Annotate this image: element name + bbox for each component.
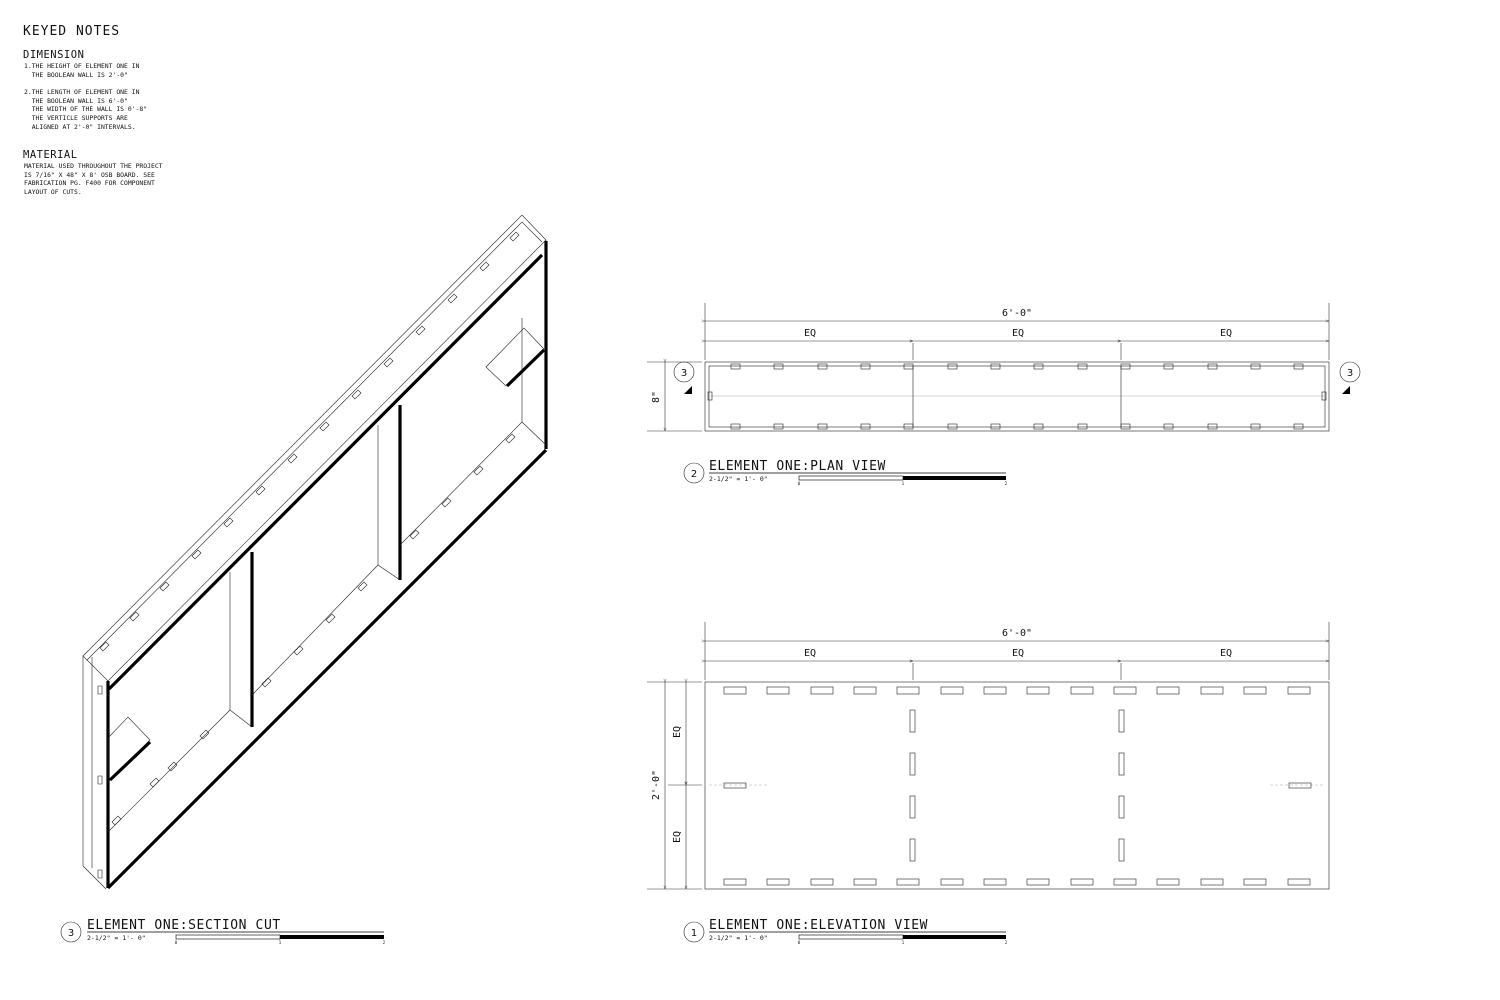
elev-height-dim: 2'-0" <box>651 770 662 800</box>
section-view-number: 3 <box>68 928 74 939</box>
plan-view-title: ELEMENT ONE:PLAN VIEW <box>709 459 886 474</box>
elevation-scale-tick-2: 2 <box>1005 940 1008 945</box>
dimension-note-1: 1.THE HEIGHT OF ELEMENT ONE IN THE BOOLE… <box>24 62 140 79</box>
plan-segment-dim-1: EQ <box>804 328 816 339</box>
elev-overall-dim: 6'-0" <box>1002 628 1032 639</box>
section-scale-tick-1: 1 <box>279 940 282 945</box>
section-view-scale: 2-1/2" = 1'- 0" <box>87 934 146 942</box>
section-view-title-block: 3 ELEMENT ONE:SECTION CUT 2-1/2" = 1'- 0… <box>60 918 386 945</box>
elevation-view-title: ELEMENT ONE:ELEVATION VIEW <box>709 918 928 933</box>
dimension-note-2: 2.THE LENGTH OF ELEMENT ONE IN THE BOOLE… <box>24 88 148 131</box>
plan-tabs <box>730 363 1304 430</box>
plan-view-title-block: 2 ELEMENT ONE:PLAN VIEW 2-1/2" = 1'- 0" … <box>683 459 1008 486</box>
plan-overall-dim: 6'-0" <box>1002 308 1032 319</box>
section-cut-drawing <box>82 214 548 890</box>
section-marker-left-number: 3 <box>681 368 687 379</box>
plan-view-number-bubble <box>683 462 705 484</box>
keyed-notes-title: KEYED NOTES <box>23 24 121 39</box>
elev-segment-dim-3: EQ <box>1220 648 1232 659</box>
elev-segment-dim-1: EQ <box>804 648 816 659</box>
plan-scale-tick-1: 1 <box>902 481 905 486</box>
elevation-tabs <box>723 686 1312 886</box>
elevation-scale-tick-1: 1 <box>902 940 905 945</box>
keyed-notes: KEYED NOTES DIMENSION 1.THE HEIGHT OF EL… <box>23 24 213 197</box>
plan-view-drawing: 6'-0" EQ EQ EQ 8" 3 3 <box>647 303 1361 432</box>
plan-view-scale: 2-1/2" = 1'- 0" <box>709 475 768 483</box>
section-scale-tick-2: 2 <box>383 940 386 945</box>
section-scale-tick-0: 0 <box>175 940 178 945</box>
section-view-number-bubble <box>60 921 82 943</box>
elev-height-segment-1: EQ <box>672 726 683 738</box>
plan-scale-tick-0: 0 <box>798 481 801 486</box>
dimension-heading: DIMENSION <box>23 49 85 61</box>
section-view-title: ELEMENT ONE:SECTION CUT <box>87 918 281 933</box>
section-marker-right-number: 3 <box>1347 368 1353 379</box>
plan-depth-dim: 8" <box>651 391 662 403</box>
plan-segment-dim-2: EQ <box>1012 328 1024 339</box>
elevation-view-title-block: 1 ELEMENT ONE:ELEVATION VIEW 2-1/2" = 1'… <box>683 918 1008 945</box>
section-marker-left[interactable]: 3 <box>673 361 695 394</box>
plan-segment-dim-3: EQ <box>1220 328 1232 339</box>
elev-segment-dim-2: EQ <box>1012 648 1024 659</box>
material-heading: MATERIAL <box>23 149 78 162</box>
elevation-scale-tick-0: 0 <box>798 940 801 945</box>
plan-view-number: 2 <box>691 469 697 480</box>
elevation-scale-bar: 0 1 2 <box>798 934 1008 945</box>
elevation-view-scale: 2-1/2" = 1'- 0" <box>709 934 768 942</box>
section-marker-right[interactable]: 3 <box>1339 361 1361 394</box>
plan-scale-bar: 0 1 2 <box>798 475 1008 486</box>
plan-scale-tick-2: 2 <box>1005 481 1008 486</box>
elev-height-segment-2: EQ <box>672 831 683 843</box>
elevation-view-number: 1 <box>691 928 697 939</box>
material-note: MATERIAL USED THROUGHOUT THE PROJECT IS … <box>24 162 163 196</box>
elevation-view-drawing: 6'-0" EQ EQ EQ 2'-0" EQ EQ <box>647 622 1330 889</box>
elevation-view-number-bubble <box>683 921 705 943</box>
section-scale-bar: 0 1 2 <box>175 934 386 945</box>
